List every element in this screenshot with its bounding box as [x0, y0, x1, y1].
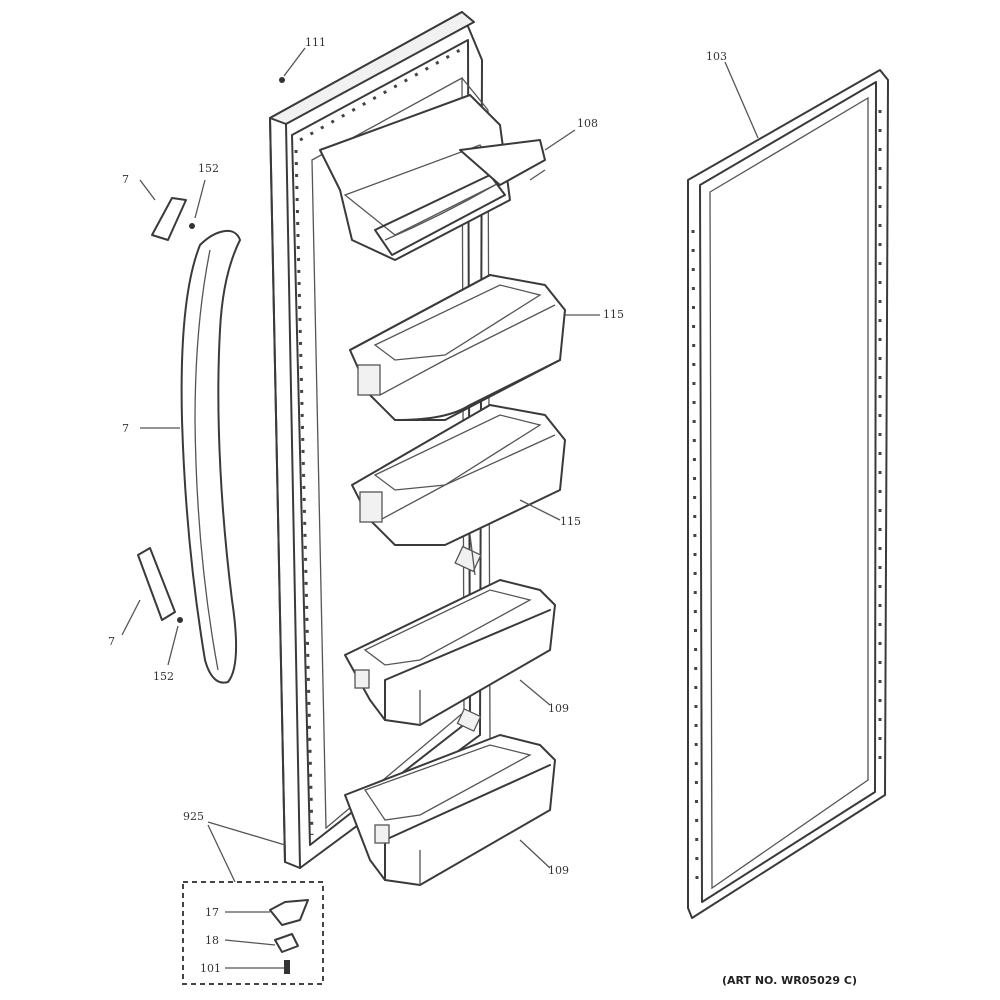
door-gasket: 103 — [687, 50, 889, 919]
kit-box — [182, 881, 324, 985]
art-number: (ART NO. WR05029 C) — [722, 974, 857, 987]
callout-18: 18 — [205, 934, 219, 947]
callout-screw-bottom: 152 — [153, 670, 174, 683]
callout-109-lower: 109 — [548, 864, 569, 877]
callout-925: 925 — [183, 810, 204, 823]
upper-bin-1: 115 — [349, 274, 624, 421]
callout-handle: 7 — [122, 422, 129, 435]
lower-bin-1: 109 — [344, 579, 569, 726]
handle-cap-top: 7 152 — [122, 162, 219, 241]
lower-bin-2: 109 — [344, 734, 569, 886]
door-parts-kit: 925 17 18 101 — [182, 810, 324, 985]
callout-111: 111 — [305, 36, 326, 49]
lower-clip — [456, 708, 482, 732]
bin-clip — [454, 534, 482, 576]
dispenser-bin: 108 — [319, 94, 598, 261]
callout-115-lower: 115 — [560, 515, 581, 528]
upper-bin-2: 115 — [351, 404, 581, 546]
door-top-screw: 111 — [279, 36, 326, 83]
callout-screw-top: 152 — [198, 162, 219, 175]
callout-108: 108 — [577, 117, 598, 130]
callout-cap-bottom: 7 — [108, 635, 115, 648]
callout-115-upper: 115 — [603, 308, 624, 321]
handle-cap-bottom: 7 152 — [108, 547, 183, 683]
callout-101: 101 — [200, 962, 221, 975]
callout-cap-top: 7 — [122, 173, 129, 186]
door-handle: 7 — [122, 230, 241, 684]
callout-17: 17 — [205, 906, 219, 919]
callout-109-upper: 109 — [548, 702, 569, 715]
callout-103: 103 — [706, 50, 727, 63]
